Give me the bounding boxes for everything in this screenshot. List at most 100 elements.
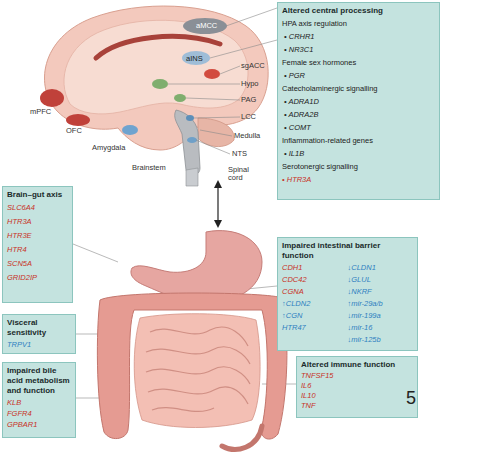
axis-line [217, 184, 218, 224]
lcc-region [186, 115, 194, 121]
gene-name: TNFSF15 [301, 371, 413, 381]
cerebellum [198, 118, 234, 147]
gene-name: • ADRA2B [282, 108, 435, 121]
gene-name: GRID2IP [7, 271, 68, 285]
gene-name: • HTR3A [282, 173, 435, 186]
gene-name: • PGR [282, 69, 435, 82]
gene-name: ↓mir-199a [348, 310, 414, 322]
ains-region [182, 51, 210, 65]
anatomy-label: NTS [232, 150, 247, 158]
anatomy-label: Medulla [234, 132, 260, 140]
gene-name: IL10 [301, 391, 413, 401]
gene-name: IL6 [301, 381, 413, 391]
leader-line [220, 66, 240, 74]
gene-column: ↓CLDN1↓GLUL↓NKRF↑mir-29a/b↓mir-199a↓mir-… [348, 262, 414, 346]
gene-box: Altered immune functionTNFSF15IL6IL10TNF [296, 356, 418, 418]
arrow-head [214, 180, 222, 188]
leader-line [194, 117, 240, 118]
figure-number: 5 [406, 388, 416, 408]
stomach [131, 231, 262, 303]
mpfc-region [40, 89, 64, 107]
sub-heading: Serotonergic signalling [282, 160, 435, 173]
brain-outline [44, 6, 268, 150]
box-heading: Impaired bile acid metabolism and functi… [7, 366, 71, 396]
leader-line [210, 40, 277, 58]
gene-box: Visceral sensitivityTRPV1 [2, 314, 76, 354]
anatomy-label: Spinal cord [228, 166, 256, 182]
brainstem-shape [175, 110, 200, 175]
ofc-region [66, 114, 90, 126]
leader-line [196, 140, 230, 154]
gene-name: ↓mir-16 [348, 322, 414, 334]
gene-name: SLC6A4 [7, 201, 68, 215]
anatomy-label: OFC [66, 127, 82, 135]
box-heading: Impaired intestinal barrier function [282, 241, 413, 261]
box-heading: Brain–gut axis [7, 190, 68, 200]
gene-box: Brain–gut axisSLC6A4HTR3AHTR3EHTR4SCN5AG… [2, 186, 73, 303]
gene-name: KLB [7, 397, 71, 408]
sgacc-region [204, 69, 220, 79]
gene-name: • ADRA1D [282, 95, 435, 108]
anatomy-label: aMCC [196, 22, 217, 30]
gene-name: ↑CLDN2 [282, 298, 348, 310]
gene-name: • NR3C1 [282, 43, 435, 56]
cortex-fold [64, 20, 248, 114]
spinal-cord-shape [186, 168, 198, 186]
gene-name: CDH1 [282, 262, 348, 274]
gut-illustration [97, 231, 287, 450]
gene-name: ↓CLDN1 [348, 262, 414, 274]
leader-line [73, 244, 118, 262]
gene-name: ↑mir-29a/b [348, 298, 414, 310]
brain-illustration [40, 6, 268, 186]
leader-line [200, 130, 232, 136]
gene-name: TRPV1 [7, 339, 71, 350]
anatomy-label: sgACC [241, 62, 265, 70]
intestinal-loops [146, 327, 250, 411]
anatomy-label: mPFC [30, 108, 51, 116]
anatomy-label: Amygdala [92, 144, 125, 152]
sub-heading: Catecholaminergic signalling [282, 82, 435, 95]
sub-heading: Inflammation-related genes [282, 134, 435, 147]
gene-name: SCN5A [7, 257, 68, 271]
leader-line [168, 84, 240, 85]
arrow-head [214, 220, 222, 228]
gene-box: Altered central processingHPA axis regul… [277, 2, 440, 200]
sub-heading: Female sex hormones [282, 56, 435, 69]
gene-name: • COMT [282, 121, 435, 134]
gene-box: Impaired bile acid metabolism and functi… [2, 362, 76, 438]
small-intestine [134, 314, 260, 428]
gene-name: ↓NKRF [348, 286, 414, 298]
gene-name: CDC42 [282, 274, 348, 286]
gene-name: ↓mir-125b [348, 334, 414, 346]
leader-line [226, 8, 277, 26]
hypothalamus-region [152, 79, 168, 89]
colon [97, 293, 287, 439]
anatomy-label: PAG [241, 96, 256, 104]
pag-region [174, 94, 186, 102]
gene-columns: CDH1CDC42CGNA↑CLDN2↑CGNHTR47↓CLDN1↓GLUL↓… [282, 262, 413, 346]
gene-name: GPBAR1 [7, 419, 71, 430]
nts-region [187, 137, 197, 143]
anatomy-label: Brainstem [132, 164, 166, 172]
gene-name: ↑CGN [282, 310, 348, 322]
sub-heading: HPA axis regulation [282, 17, 435, 30]
gene-name: HTR3A [7, 215, 68, 229]
brain-gut-double-arrow [214, 180, 222, 228]
gene-name: FGFR4 [7, 408, 71, 419]
gene-name: • CRHR1 [282, 30, 435, 43]
anatomy-label: aINS [186, 55, 203, 63]
gene-column: CDH1CDC42CGNA↑CLDN2↑CGNHTR47 [282, 262, 348, 346]
anatomy-label: LCC [241, 113, 256, 121]
amygdala-region [122, 125, 138, 135]
box-heading: Visceral sensitivity [7, 318, 71, 338]
gene-name: HTR4 [7, 243, 68, 257]
gene-box: Impaired intestinal barrier functionCDH1… [277, 237, 418, 351]
gene-name: • IL1B [282, 147, 435, 160]
gene-name: ↓GLUL [348, 274, 414, 286]
box-heading: Altered immune function [301, 360, 413, 370]
gene-name: CGNA [282, 286, 348, 298]
gene-name: HTR47 [282, 322, 348, 334]
rectum [222, 426, 262, 449]
gene-name: HTR3E [7, 229, 68, 243]
